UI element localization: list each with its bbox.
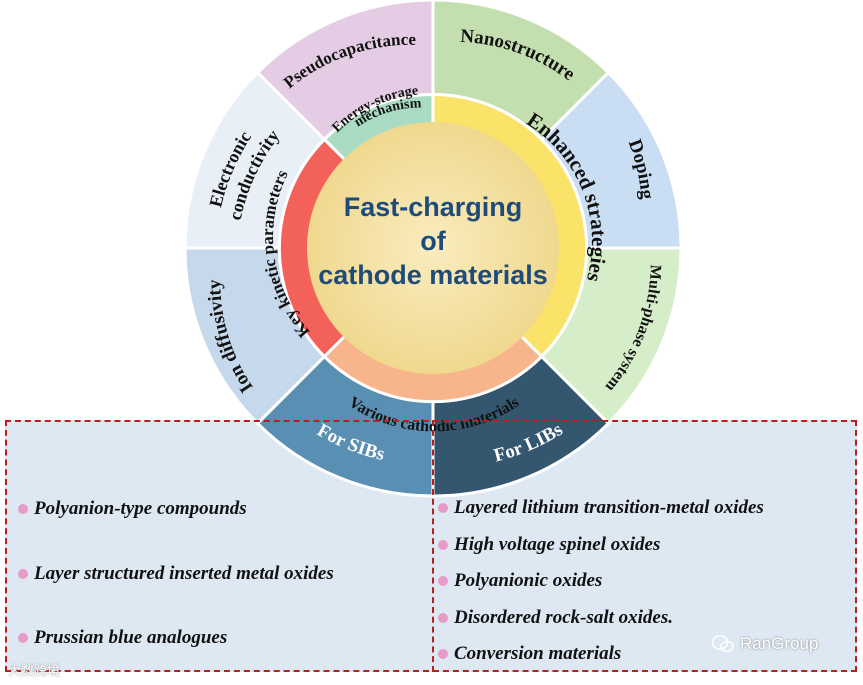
lib-list-item: Layered lithium transition-metal oxides xyxy=(438,497,764,519)
bullet-icon xyxy=(438,540,448,550)
center-title-line3: cathode materials xyxy=(318,260,548,290)
lib-list-item: Disordered rock-salt oxides. xyxy=(438,607,673,629)
sib-list-item: Layer structured inserted metal oxides xyxy=(18,563,334,585)
bullet-icon xyxy=(438,649,448,659)
lib-item-label: Layered lithium transition-metal oxides xyxy=(454,497,764,518)
lib-item-label: Disordered rock-salt oxides. xyxy=(454,607,674,628)
center-circle xyxy=(307,122,559,374)
wechat-icon xyxy=(712,635,734,653)
rangroup-watermark: RanGroup xyxy=(712,634,818,654)
materials-box xyxy=(5,420,857,672)
sib-item-label: Layer structured inserted metal oxides xyxy=(34,563,334,584)
sib-list-item: Prussian blue analogues xyxy=(18,627,227,649)
lib-item-label: High voltage spinel oxides xyxy=(454,534,661,555)
bullet-icon xyxy=(18,504,28,514)
sib-item-label: Prussian blue analogues xyxy=(34,627,228,648)
sib-item-label: Polyanion-type compounds xyxy=(34,498,247,519)
bullet-icon xyxy=(438,503,448,513)
lib-item-label: Polyanionic oxides xyxy=(454,570,603,591)
materials-divider xyxy=(432,420,434,672)
sib-list-item: Polyanion-type compounds xyxy=(18,498,247,520)
bullet-icon xyxy=(18,569,28,579)
lib-list-item: Polyanionic oxides xyxy=(438,570,602,592)
lib-item-label: Conversion materials xyxy=(454,643,622,664)
outer-ring xyxy=(183,0,683,498)
lib-list-item: High voltage spinel oxides xyxy=(438,534,660,556)
center-title: Fast-charging of cathode materials xyxy=(318,192,548,290)
lib-list-item: Conversion materials xyxy=(438,643,621,665)
bullet-icon xyxy=(438,576,448,586)
center-title-line1: Fast-charging xyxy=(344,192,523,222)
bullet-icon xyxy=(438,613,448,623)
center-title-line2: of xyxy=(420,226,446,256)
bullet-icon xyxy=(18,633,28,643)
watermark-text: RanGroup xyxy=(740,634,819,653)
source-watermark: 大数跨境 xyxy=(8,663,61,678)
